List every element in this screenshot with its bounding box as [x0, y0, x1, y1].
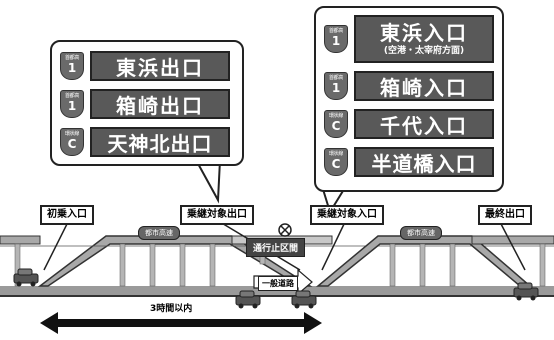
route-type: 首都高	[328, 75, 344, 81]
label-transfer-exit: 乗継対象出口	[180, 205, 254, 225]
closed-section-box: 通行止区間	[246, 238, 306, 257]
route-number: C	[67, 137, 77, 151]
car-icon	[13, 268, 39, 287]
route-type: 環状線	[328, 151, 344, 157]
sign-plate: 半道橋入口	[354, 147, 494, 177]
sign-main-text: 東浜入口	[380, 21, 468, 45]
ground-road	[0, 286, 554, 296]
double-arrow-icon	[40, 312, 322, 334]
sign-plate: 箱崎出口	[90, 89, 230, 119]
sign-sub-text: (空港・太宰府方面)	[383, 46, 465, 56]
pointer-first-entry	[43, 221, 69, 271]
expressway-right	[315, 235, 554, 287]
route-type: 首都高	[64, 55, 80, 61]
sign-plate: 千代入口	[354, 109, 494, 139]
sign-plate: 東浜入口 (空港・太宰府方面)	[354, 15, 494, 63]
time-limit-label: 3時間以内	[150, 304, 193, 314]
label-transfer-entry: 乗継対象入口	[310, 205, 384, 225]
route-type: 環状線	[328, 113, 344, 119]
sign-plate: 東浜出口	[90, 51, 230, 81]
route-number: C	[331, 119, 341, 133]
route-number: 1	[67, 61, 77, 75]
label-last-exit: 最終出口	[478, 205, 532, 225]
left-callout-tail	[194, 159, 222, 204]
label-first-entry: 初乗入口	[40, 205, 94, 225]
sign-plate: 天神北出口	[90, 127, 230, 157]
route-number: 1	[331, 81, 341, 95]
car-icon	[235, 290, 261, 309]
route-type: 環状線	[64, 131, 80, 137]
car-icon	[513, 282, 539, 301]
tag-urban-expressway: 都市高速	[400, 226, 442, 240]
pointer-transfer-entry	[321, 221, 346, 271]
tag-urban-expressway: 都市高速	[138, 226, 180, 240]
route-type: 首都高	[64, 93, 80, 99]
pointer-last-exit	[499, 221, 526, 271]
route-type: 首都高	[328, 28, 344, 34]
route-number: C	[331, 157, 341, 171]
no-entry-icon	[278, 223, 292, 237]
car-icon	[291, 290, 317, 309]
general-road-label: 一般道路	[258, 276, 298, 291]
route-number: 1	[331, 34, 341, 48]
route-number: 1	[67, 99, 77, 113]
sign-plate: 箱崎入口	[354, 71, 494, 101]
